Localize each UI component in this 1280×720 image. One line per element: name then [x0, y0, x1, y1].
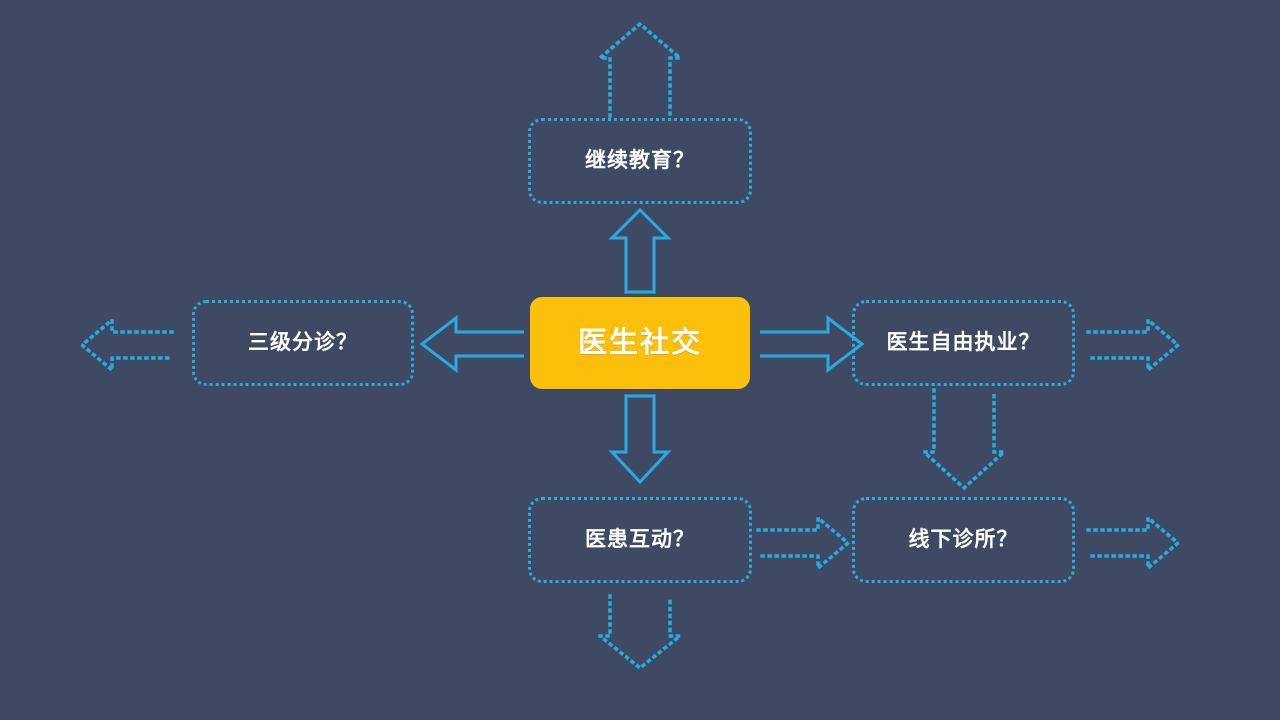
node-doctor-social-label: 医生社交: [577, 326, 702, 359]
node-offline-clinic[interactable]: 线下诊所？: [852, 497, 1075, 583]
arrow-bottom-outward-icon: [595, 594, 685, 671]
arrow-center-to-bottom-icon: [608, 394, 672, 485]
node-continuing-education-label: 继续教育？: [585, 149, 695, 173]
arrow-center-to-left-icon: [419, 314, 524, 374]
node-free-practice-label: 医生自由执业？: [886, 331, 1041, 355]
arrow-center-to-right-icon: [760, 314, 865, 374]
node-doctor-patient-interaction-label: 医患互动？: [585, 528, 695, 552]
arrow-right-outward-icon: [1086, 316, 1181, 374]
arrow-center-to-top-icon: [608, 207, 672, 294]
arrow-bottom-to-bottomright-icon: [756, 514, 851, 572]
arrow-bottomright-outward-icon: [1086, 514, 1181, 572]
node-doctor-social[interactable]: 医生社交: [530, 297, 750, 389]
node-doctor-patient-interaction[interactable]: 医患互动？: [528, 497, 752, 583]
node-free-practice[interactable]: 医生自由执业？: [852, 300, 1075, 386]
node-continuing-education[interactable]: 继续教育？: [528, 118, 752, 204]
node-tiered-triage[interactable]: 三级分诊？: [192, 300, 414, 386]
arrow-left-outward-icon: [79, 316, 174, 374]
arrow-right-to-bottomright-icon: [919, 388, 1009, 491]
arrow-top-outward-icon: [595, 21, 685, 118]
node-tiered-triage-label: 三级分诊？: [248, 331, 358, 355]
node-offline-clinic-label: 线下诊所？: [908, 528, 1019, 552]
